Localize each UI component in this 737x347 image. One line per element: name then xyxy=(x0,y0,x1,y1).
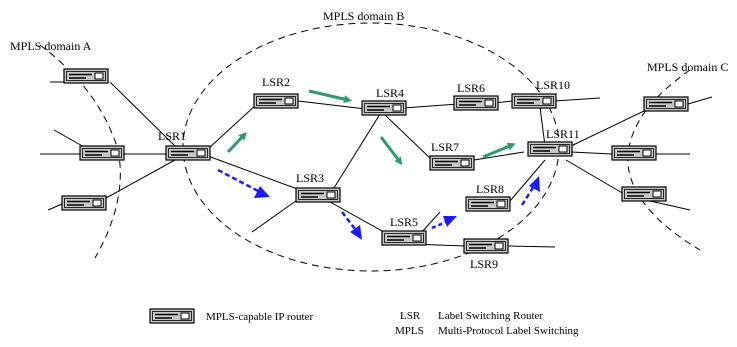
router-lsr10 xyxy=(511,93,557,109)
links xyxy=(40,81,713,248)
router-c2 xyxy=(611,145,657,161)
legend-mpls-abbr: MPLS xyxy=(395,325,424,337)
lsr9-label: LSR9 xyxy=(470,257,498,271)
router-a2 xyxy=(79,145,125,161)
lsr6-label: LSR6 xyxy=(457,81,485,95)
lsr10-label: LSR10 xyxy=(536,78,570,92)
lsr8-label: LSR8 xyxy=(476,182,504,196)
legend-router-text: MPLS-capable IP router xyxy=(206,311,313,323)
lsr11-label: LSR11 xyxy=(546,127,580,141)
domain-a-label: MPLS domain A xyxy=(10,39,92,53)
router-c1 xyxy=(643,96,689,112)
router-a3 xyxy=(61,195,107,211)
router-lsr5 xyxy=(381,230,427,246)
blue-lsp-path xyxy=(217,168,540,240)
domain-b-boundary xyxy=(182,22,560,272)
router-lsr4 xyxy=(361,100,407,116)
lsr2-label: LSR2 xyxy=(262,75,290,89)
lsr7-label: LSR7 xyxy=(431,140,459,154)
router-lsr2 xyxy=(253,93,299,109)
green-lsp-path xyxy=(226,89,516,166)
domain-b-label: MPLS domain B xyxy=(323,9,404,23)
lsr3-label: LSR3 xyxy=(296,171,324,185)
domain-c-label: MPLS domain C xyxy=(647,60,728,74)
router-lsr9 xyxy=(463,238,509,254)
router-lsr6 xyxy=(453,95,499,111)
legend-mpls-def: Multi-Protocol Label Switching xyxy=(438,325,579,337)
router-lsr1 xyxy=(165,145,211,161)
router-lsr8 xyxy=(465,196,511,212)
legend-lsr-abbr: LSR xyxy=(400,310,421,322)
router-a1 xyxy=(63,68,109,84)
router-lsr7 xyxy=(429,155,475,171)
router-lsr3 xyxy=(295,187,341,203)
lsr5-label: LSR5 xyxy=(390,215,418,229)
router-c3 xyxy=(621,186,667,202)
legend-router-icon xyxy=(149,308,195,324)
legend-lsr-def: Label Switching Router xyxy=(438,310,543,322)
lsr1-label: LSR1 xyxy=(158,129,186,143)
lsr4-label: LSR4 xyxy=(376,86,404,100)
router-lsr11 xyxy=(527,141,573,157)
